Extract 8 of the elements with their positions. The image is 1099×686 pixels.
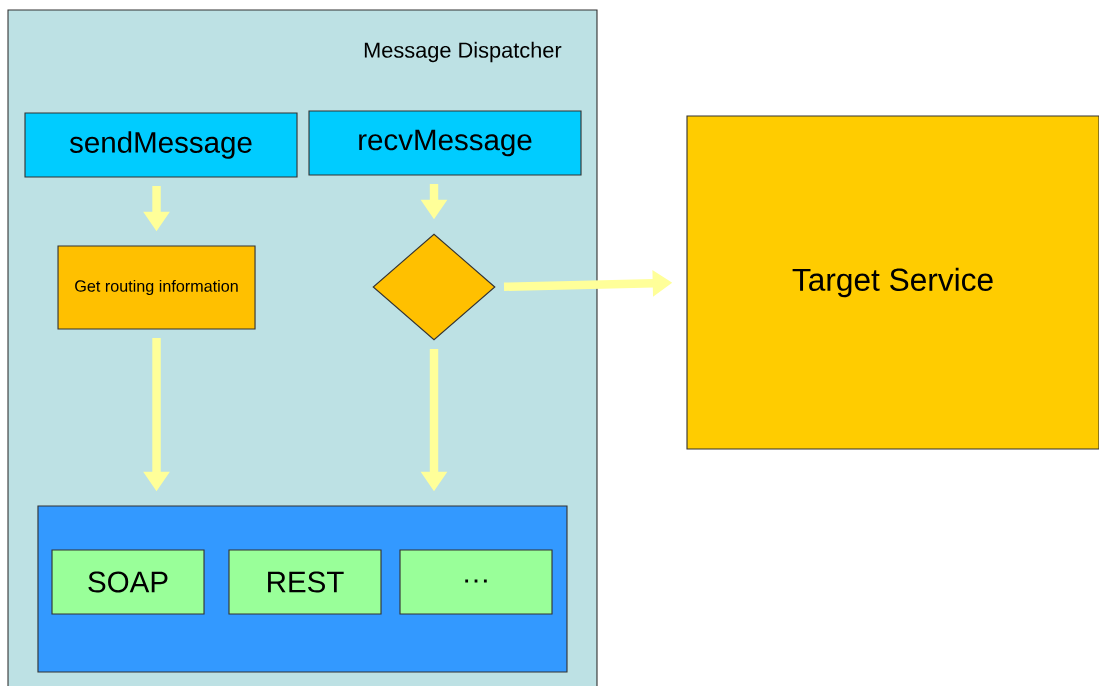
function-box: recvMessage [308, 110, 582, 176]
protocol-box: … [399, 549, 553, 615]
function-box: sendMessage [24, 112, 298, 178]
process-box: Get routing information [57, 245, 256, 330]
protocol-box: REST [228, 549, 382, 615]
protocol-box: SOAP [51, 549, 205, 615]
service-box: Target Service [686, 115, 1099, 450]
decision-diamond [372, 233, 496, 341]
